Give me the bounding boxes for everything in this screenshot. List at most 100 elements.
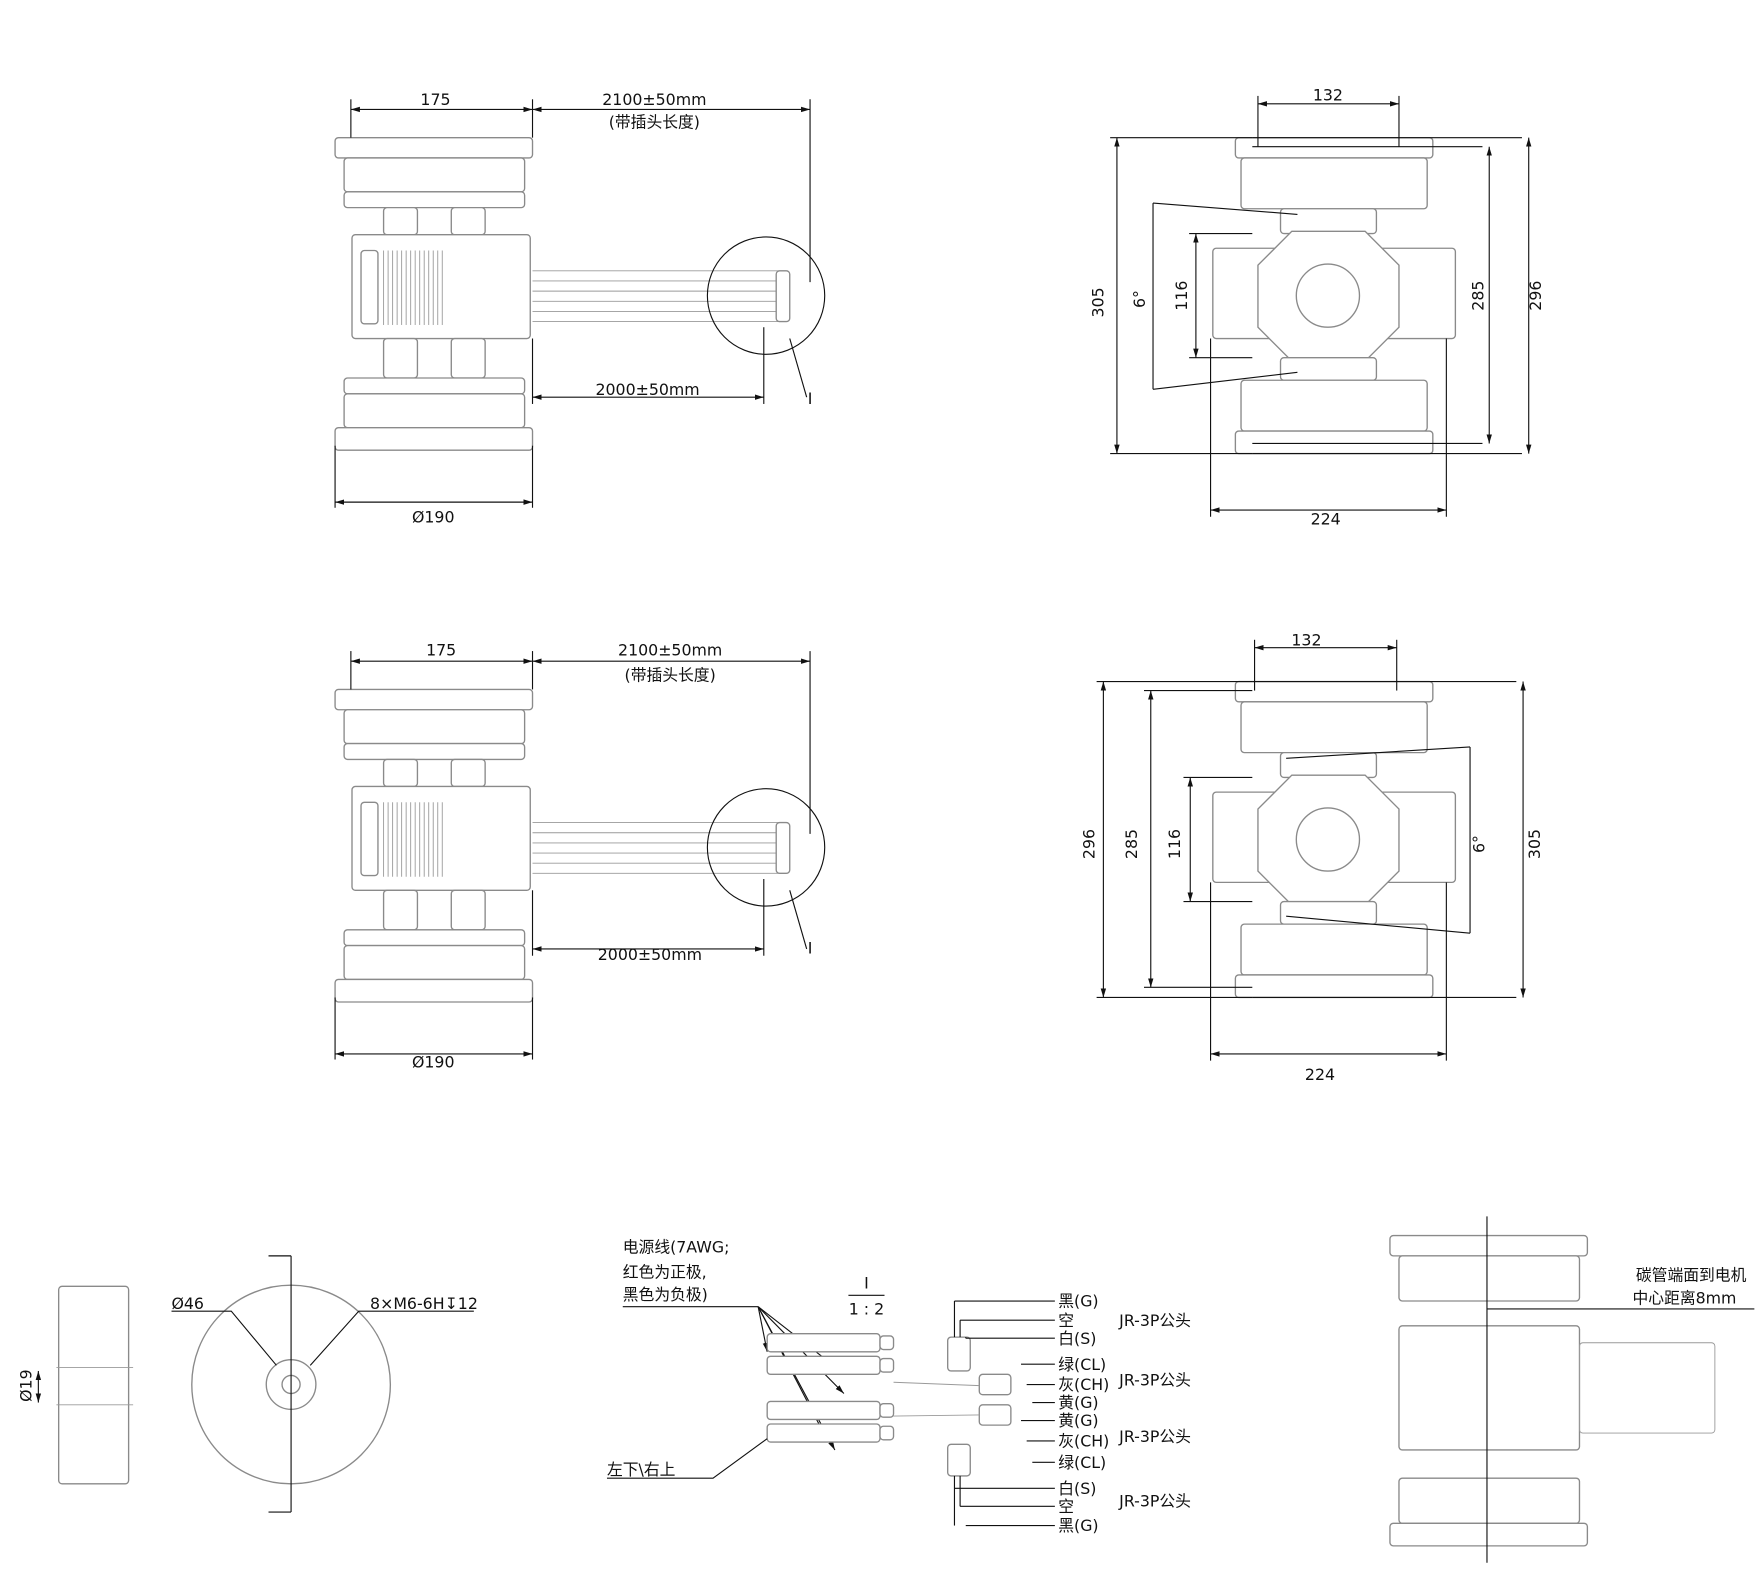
side-view-bottom: 175 2100±50mm (带插头长度) 2000±50mm I Ø190 (412, 641, 812, 1072)
motor-post (1279, 208, 1378, 235)
dim-outer-height: 296 (1079, 829, 1098, 859)
power-cable (766, 1333, 881, 1353)
dim-holes: 8×M6-6H↧12 (370, 1294, 478, 1313)
motor-post (1279, 900, 1378, 925)
dim-hub: 132 (1313, 85, 1343, 104)
motor-flange (334, 688, 534, 711)
motor-rotor (343, 944, 526, 981)
motor-flange (1234, 430, 1434, 455)
motor-stator (343, 191, 526, 209)
tube-view: 碳管端面到电机 中心距离8mm (1633, 1266, 1747, 1308)
plug (775, 270, 791, 323)
dim-arm-height: 116 (1172, 281, 1191, 311)
dim-cable-note: (带插头长度) (609, 113, 700, 132)
motor-rotor (343, 709, 526, 745)
drawing-line (1152, 371, 1298, 390)
drawing-line (1286, 746, 1471, 759)
dim-inner-height: 285 (1469, 281, 1488, 311)
esc-body (351, 234, 531, 340)
motor-body (1398, 1477, 1581, 1524)
dim-hub: 132 (1291, 630, 1321, 649)
motor-post (1279, 751, 1378, 779)
power-cable (766, 1355, 881, 1376)
esc-connector (360, 249, 379, 325)
motor-flange (1389, 1522, 1589, 1547)
motor-rotor (343, 393, 526, 429)
leader-arrow (757, 1306, 769, 1352)
cable-plug (879, 1425, 895, 1441)
dim-angle: 6° (1470, 835, 1489, 853)
plug (775, 821, 791, 875)
motor-body (1398, 1255, 1581, 1302)
pin-label: 白(S) (1058, 1479, 1096, 1498)
wire (893, 1381, 980, 1387)
side-view-top: 175 2100±50mm (带插头长度) 2000±50mm I Ø190 (412, 90, 812, 526)
dim-cable-length: 2000±50mm (598, 945, 702, 964)
dim-width: 224 (1311, 510, 1341, 529)
motor-flange (334, 978, 534, 1003)
motor-body (1240, 157, 1428, 210)
motor-flange (1234, 136, 1434, 159)
power-note-line-2: 红色为正极, (623, 1262, 707, 1281)
dim-width: 175 (426, 641, 456, 660)
motor-post (450, 206, 486, 236)
dim-width: 175 (420, 90, 450, 109)
pin-label: 空 (1058, 1311, 1074, 1330)
pin-label: 灰(CH) (1058, 1375, 1109, 1394)
detail-marker: I (808, 938, 813, 957)
esc-connector (360, 801, 379, 877)
motor-flange (1234, 680, 1434, 703)
pin-label: 黑(G) (1058, 1292, 1098, 1311)
dim-outer-height: 296 (1526, 281, 1545, 311)
jr-connector (947, 1443, 971, 1477)
dim-inner-height: 285 (1122, 829, 1141, 859)
dim-center-diameter: Ø46 (171, 1294, 204, 1313)
motor-side-section (57, 1285, 130, 1485)
jr-connector (947, 1336, 971, 1372)
leader (309, 1310, 474, 1366)
motor-post (450, 758, 486, 788)
pin-label: 黄(G) (1058, 1411, 1098, 1430)
power-cable (766, 1423, 881, 1443)
tube-note-line-2: 中心距离8mm (1633, 1288, 1737, 1307)
pin-label: 绿(CL) (1058, 1355, 1106, 1374)
pin-label: 空 (1058, 1497, 1074, 1516)
detail-scale: 1 : 2 (849, 1300, 884, 1319)
jr-connector (978, 1404, 1012, 1426)
power-note-line-3: 黑色为负极) (623, 1285, 708, 1304)
dim-width: 224 (1305, 1065, 1335, 1084)
dim-cable-note: (带插头长度) (625, 665, 716, 684)
cable-plug (879, 1403, 895, 1418)
pin-label: 黑(G) (1058, 1516, 1098, 1535)
motor-flange (334, 426, 534, 451)
front-view-bottom: 132 296 285 116 6° 305 224 (1079, 630, 1544, 1083)
motor-stator (343, 742, 526, 761)
detail-marker: I (808, 389, 813, 408)
connector-label: JR-3P公头 (1118, 1311, 1191, 1330)
connector-label: JR-3P公头 (1118, 1427, 1191, 1446)
dim-cable-length: 2000±50mm (595, 380, 699, 399)
dim-shaft-diameter: Ø19 (17, 1369, 36, 1402)
motor-post (382, 337, 419, 379)
detail-circle (706, 788, 826, 907)
hub-logo (1295, 263, 1361, 328)
jr-connector (978, 1373, 1012, 1396)
dim-angle: 6° (1130, 290, 1149, 308)
pin-label: 灰(CH) (1058, 1432, 1109, 1451)
motor-stator (343, 377, 526, 395)
detail-leader (789, 338, 808, 398)
connector-label: JR-3P公头 (1118, 1491, 1191, 1510)
motor-post (382, 889, 419, 931)
power-cable (766, 1400, 881, 1421)
motor-stator (343, 929, 526, 947)
dim-cable-total: 2100±50mm (618, 641, 722, 660)
pin-label: 黄(G) (1058, 1393, 1098, 1412)
motor-post (382, 206, 419, 236)
motor-flange (1389, 1234, 1589, 1257)
pin-label: 白(S) (1058, 1329, 1096, 1348)
dim-total-height: 305 (1525, 829, 1544, 859)
front-view-top: 132 305 6° 116 285 296 224 (1088, 85, 1545, 528)
motor-body (1240, 701, 1428, 754)
detail-leader (789, 890, 808, 950)
